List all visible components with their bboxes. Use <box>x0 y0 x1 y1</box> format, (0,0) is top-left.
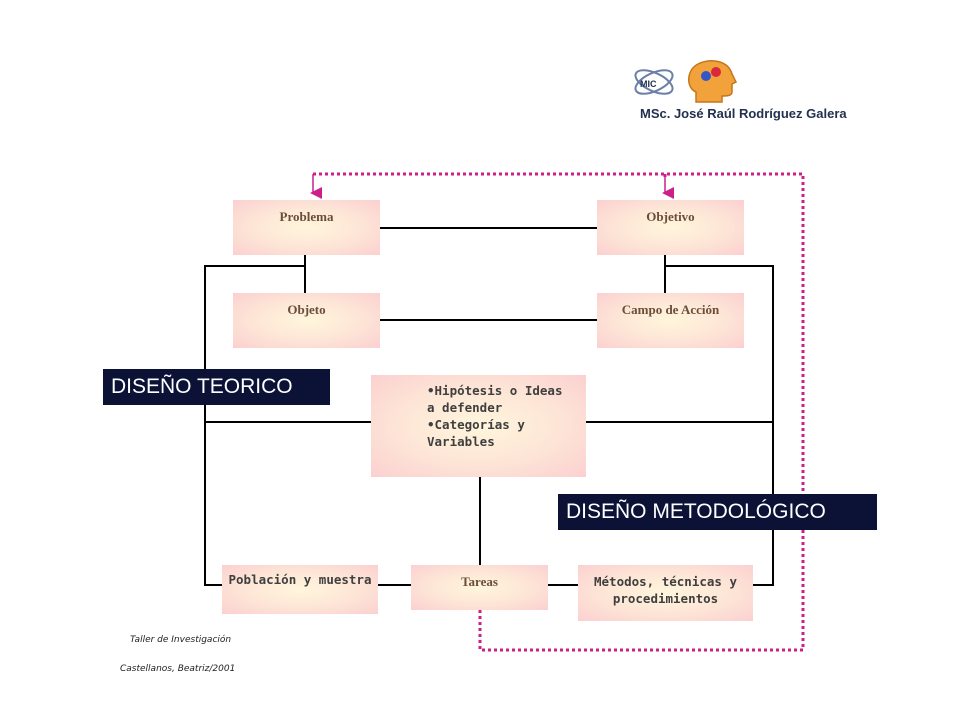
mic-logo-icon: MIC <box>634 69 674 95</box>
dashed-feedback-loop <box>313 172 805 652</box>
logo-text: MIC <box>640 79 657 89</box>
box-tareas: Tareas <box>411 565 548 610</box>
author-name: MSc. José Raúl Rodríguez Galera <box>640 106 847 121</box>
banner-diseno-teorico: DISEÑO TEORICO <box>103 369 330 405</box>
hipotesis-item: •Hipótesis o Ideas a defender <box>427 383 563 415</box>
footnote-citation: Castellanos, Beatriz/2001 <box>120 664 236 674</box>
banner-diseno-metodologico: DISEÑO METODOLÓGICO <box>558 494 877 530</box>
hipotesis-item: •Categorías y Variables <box>427 417 525 449</box>
box-objetivo: Objetivo <box>597 200 744 255</box>
box-poblacion-muestra: Población y muestra <box>222 565 378 614</box>
left-frame <box>204 265 305 586</box>
footnote-taller: Taller de Investigación <box>130 635 232 645</box>
hipotesis-list: •Hipótesis o Ideas a defender •Categoría… <box>427 382 572 450</box>
right-frame <box>665 265 774 586</box>
box-campo-de-accion: Campo de Acción <box>597 293 744 348</box>
bullet-icon: • <box>427 417 435 432</box>
head-brain-icon <box>688 60 738 103</box>
box-problema: Problema <box>233 200 380 255</box>
box-objeto: Objeto <box>233 293 380 348</box>
bullet-icon: • <box>427 383 435 398</box>
header-logo-area: MIC MSc. José Raúl Rodríguez Galera <box>628 58 878 128</box>
box-metodos-tecnicas: Métodos, técnicas y procedimientos <box>578 565 753 621</box>
box-hipotesis: •Hipótesis o Ideas a defender •Categoría… <box>371 375 586 477</box>
